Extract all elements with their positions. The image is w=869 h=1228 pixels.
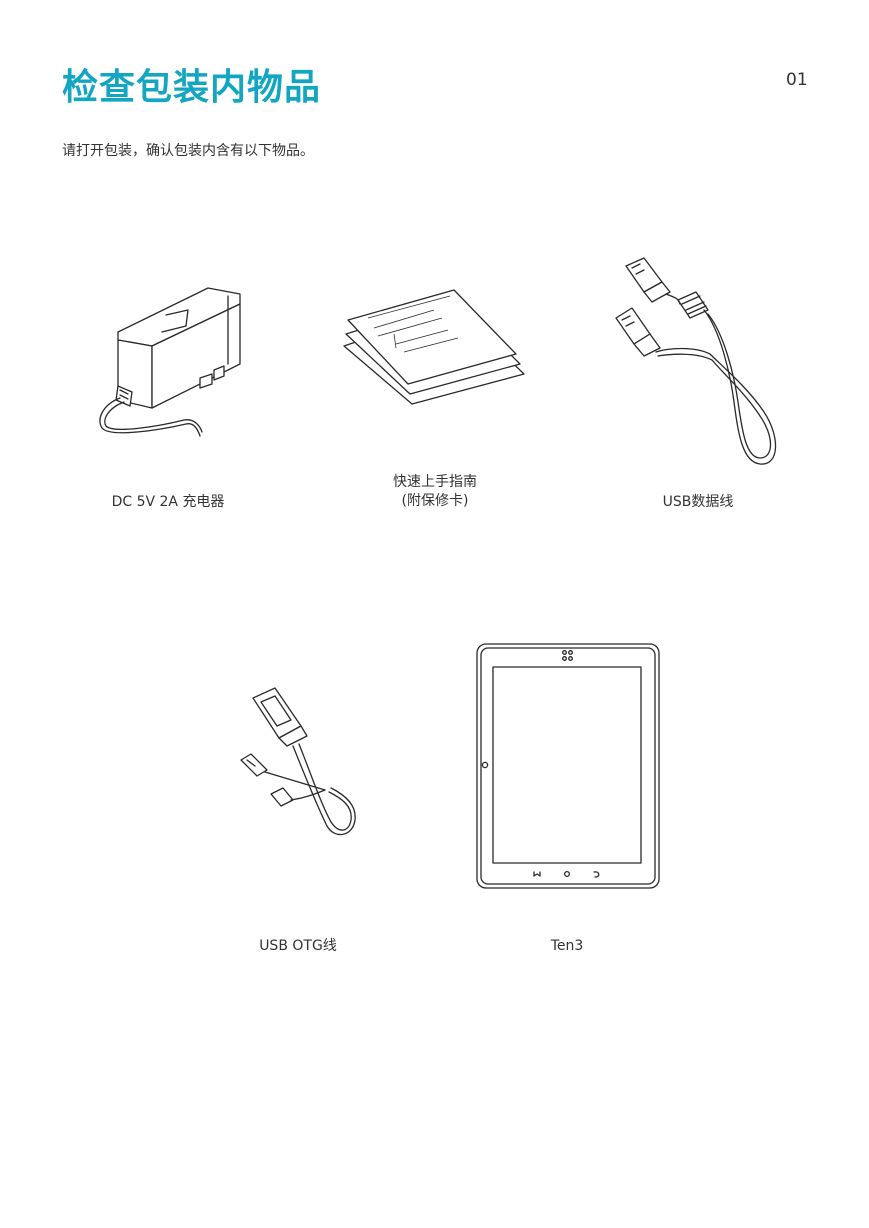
tablet-icon <box>476 643 660 889</box>
usb-cable-icon <box>615 257 777 465</box>
caption-line: 快速上手指南 <box>393 474 477 490</box>
charger-icon <box>99 287 241 437</box>
quick-guide-icon <box>343 289 525 405</box>
caption-line: Ten3 <box>550 938 584 954</box>
page-number: 01 <box>786 70 808 90</box>
intro-text: 请打开包装，确认包装内含有以下物品。 <box>62 143 314 159</box>
caption-otg-cable: USB OTG线 <box>198 937 398 956</box>
caption-quick-guide: 快速上手指南 (附保修卡) <box>335 473 535 511</box>
page-title: 检查包装内物品 <box>62 67 322 108</box>
caption-line: DC 5V 2A 充电器 <box>111 494 225 510</box>
caption-line: USB数据线 <box>662 494 734 510</box>
otg-cable-icon <box>240 687 356 836</box>
caption-tablet: Ten3 <box>467 937 667 956</box>
caption-charger: DC 5V 2A 充电器 <box>68 493 268 512</box>
caption-usb-cable: USB数据线 <box>598 493 798 512</box>
caption-line: USB OTG线 <box>259 938 337 954</box>
caption-line: (附保修卡) <box>401 493 469 509</box>
